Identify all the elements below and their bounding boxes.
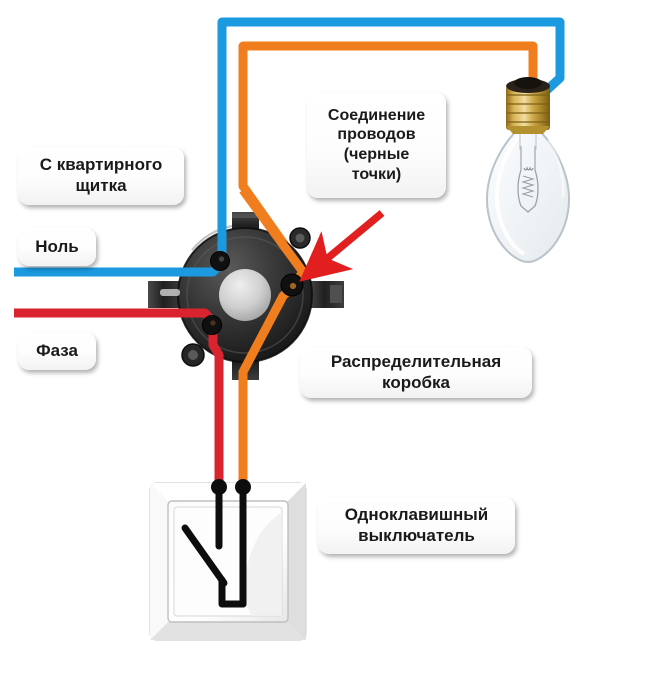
callout-junction-box: Распределительная коробка xyxy=(300,347,532,398)
wire-joint-dots xyxy=(202,251,304,335)
callout-neutral: Ноль xyxy=(18,228,96,266)
callout-wire-joints: Соединение проводов (черные точки) xyxy=(307,92,446,198)
wall-switch[interactable] xyxy=(149,479,307,641)
callout-panel-feed: С квартирного щитка xyxy=(18,147,184,205)
callout-phase: Фаза xyxy=(18,332,96,370)
light-bulb xyxy=(485,77,571,264)
callout-switch: Одноклавишный выключатель xyxy=(318,497,515,554)
pointer-arrow-icon xyxy=(299,210,385,282)
